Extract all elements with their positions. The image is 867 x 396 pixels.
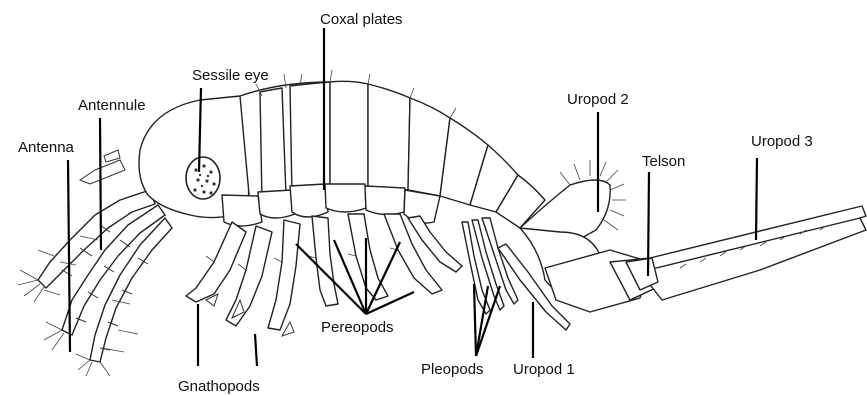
antennule-leader [100, 118, 101, 250]
label-antennule: Antennule [78, 97, 146, 114]
label-pleopods: Pleopods [421, 361, 484, 378]
label-uropod-1: Uropod 1 [513, 361, 575, 378]
legs-drawing [186, 214, 462, 336]
label-sessile-eye: Sessile eye [192, 67, 269, 84]
label-pereopods: Pereopods [321, 319, 394, 336]
label-coxal-plates: Coxal plates [320, 11, 403, 28]
telson-leader [648, 172, 649, 276]
label-uropod-3: Uropod 3 [751, 133, 813, 150]
gnathopods-leader-2 [255, 334, 257, 366]
uropod-3-leader [756, 158, 757, 240]
label-gnathopods: Gnathopods [178, 378, 260, 395]
label-antenna: Antenna [18, 139, 75, 156]
label-telson: Telson [642, 153, 685, 170]
label-uropod-2: Uropod 2 [567, 91, 629, 108]
